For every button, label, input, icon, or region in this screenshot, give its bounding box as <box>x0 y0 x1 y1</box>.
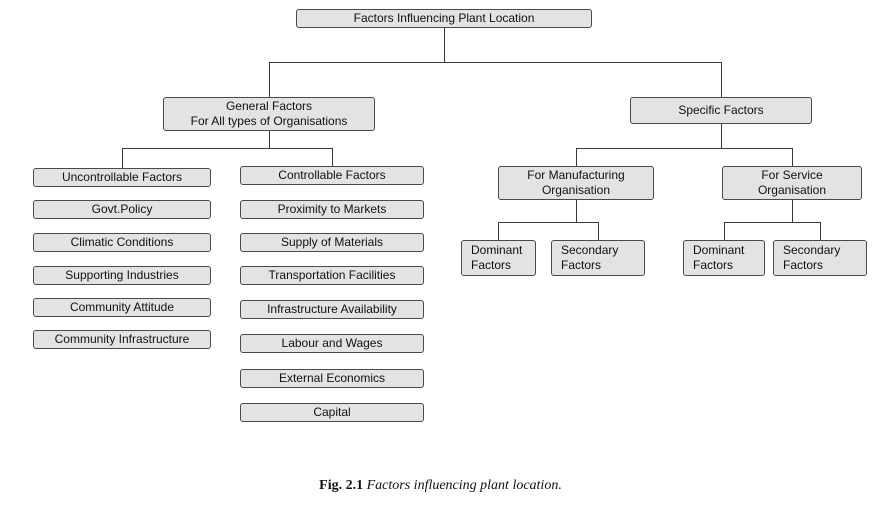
connector-line <box>576 148 793 149</box>
connector-line <box>792 148 793 166</box>
node-root-factors-influencing-plant-location: Factors Influencing Plant Location <box>296 9 592 28</box>
node-labour-and-wages: Labour and Wages <box>240 334 424 353</box>
connector-line <box>598 222 599 240</box>
node-community-infrastructure: Community Infrastructure <box>33 330 211 349</box>
node-general-factors: General Factors For All types of Organis… <box>163 97 375 131</box>
node-proximity-to-markets: Proximity to Markets <box>240 200 424 219</box>
node-uncontrollable-factors: Uncontrollable Factors <box>33 168 211 187</box>
figure-caption-text: Factors influencing plant location. <box>366 478 562 493</box>
general-factors-line2: For All types of Organisations <box>190 114 348 128</box>
node-service-secondary-factors: Secondary Factors <box>773 240 867 276</box>
connector-line <box>820 222 821 240</box>
general-factors-line1: General Factors <box>225 99 313 113</box>
node-infrastructure-availability: Infrastructure Availability <box>240 300 424 319</box>
node-community-attitude: Community Attitude <box>33 298 211 317</box>
figure-caption: Fig. 2.1 Factors influencing plant locat… <box>0 478 881 494</box>
node-for-manufacturing-organisation: For Manufacturing Organisation <box>498 166 654 200</box>
node-general-factors-label: General Factors For All types of Organis… <box>191 99 348 129</box>
connector-line <box>721 62 722 97</box>
connector-line <box>122 148 123 168</box>
connector-line <box>444 28 445 62</box>
connector-line <box>721 124 722 148</box>
connector-line <box>792 200 793 222</box>
node-external-economics: External Economics <box>240 369 424 388</box>
connector-line <box>122 148 333 149</box>
connector-line <box>269 131 270 148</box>
node-controllable-factors: Controllable Factors <box>240 166 424 185</box>
node-specific-factors: Specific Factors <box>630 97 812 124</box>
connector-line <box>724 222 725 240</box>
connector-line <box>332 148 333 166</box>
connector-line <box>269 62 722 63</box>
connector-line <box>498 222 499 240</box>
node-service-dominant-factors: Dominant Factors <box>683 240 765 276</box>
connector-line <box>269 62 270 97</box>
node-for-service-organisation: For Service Organisation <box>722 166 862 200</box>
node-govt-policy: Govt.Policy <box>33 200 211 219</box>
node-manufacturing-secondary-factors: Secondary Factors <box>551 240 645 276</box>
connector-line <box>724 222 821 223</box>
node-capital: Capital <box>240 403 424 422</box>
connector-line <box>498 222 599 223</box>
node-supply-of-materials: Supply of Materials <box>240 233 424 252</box>
node-supporting-industries: Supporting Industries <box>33 266 211 285</box>
figure-caption-number: Fig. 2.1 <box>319 478 364 493</box>
node-transportation-facilities: Transportation Facilities <box>240 266 424 285</box>
connector-line <box>576 200 577 222</box>
node-manufacturing-dominant-factors: Dominant Factors <box>461 240 536 276</box>
node-climatic-conditions: Climatic Conditions <box>33 233 211 252</box>
connector-line <box>576 148 577 166</box>
